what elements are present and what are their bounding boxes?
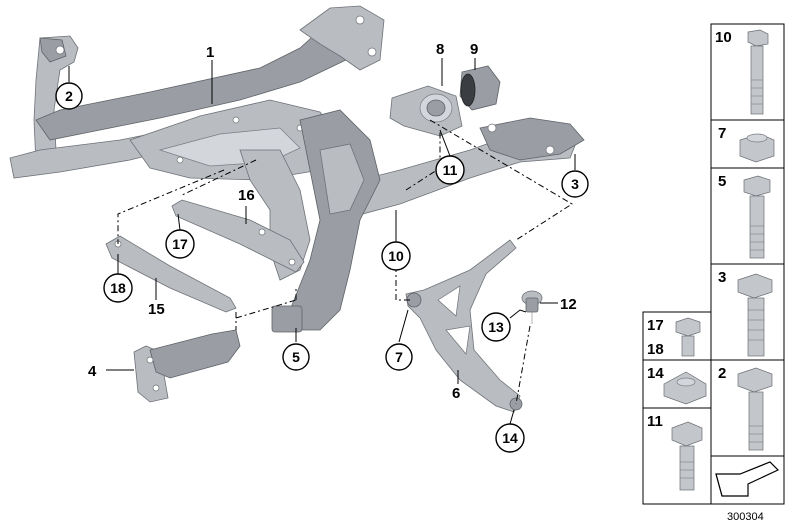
callout-14: 14 <box>495 423 525 453</box>
callout-18: 18 <box>103 273 133 303</box>
legend-cell-11 <box>642 407 712 505</box>
svg-text:7: 7 <box>395 349 403 365</box>
callout-7: 7 <box>385 343 413 371</box>
svg-text:2: 2 <box>65 88 73 104</box>
tension-strut <box>171 199 305 273</box>
bolt-10-icon <box>747 29 769 115</box>
callout-13: 13 <box>481 312 511 342</box>
bolt-3-icon <box>737 273 773 357</box>
legend-cell-17-18 <box>642 311 712 361</box>
svg-text:13: 13 <box>488 319 504 335</box>
callout-9: 9 <box>470 41 478 58</box>
svg-text:14: 14 <box>647 365 664 382</box>
fastener-legend: 10 7 5 3 17 18 2 14 11 <box>642 23 785 505</box>
svg-text:18: 18 <box>647 341 664 358</box>
svg-text:5: 5 <box>292 349 300 365</box>
svg-text:3: 3 <box>571 176 579 192</box>
diagram-reference-number: 300304 <box>727 511 764 523</box>
nut-7-icon <box>739 133 775 163</box>
callout-16: 16 <box>238 187 255 204</box>
nut-14-icon <box>663 371 707 405</box>
bolt-17-18-icon <box>675 317 701 357</box>
svg-text:2: 2 <box>718 365 726 382</box>
callout-4: 4 <box>88 363 97 380</box>
bolt-11-icon <box>671 421 703 491</box>
bolt-2-icon <box>737 367 773 451</box>
svg-text:10: 10 <box>388 248 404 264</box>
callout-10: 10 <box>381 241 411 271</box>
lower-strut <box>105 235 237 313</box>
forward-arrow-icon <box>715 461 780 497</box>
svg-text:11: 11 <box>443 162 458 178</box>
callout-5: 5 <box>282 343 310 371</box>
callout-8: 8 <box>436 41 444 58</box>
callout-15: 15 <box>148 301 165 318</box>
svg-text:5: 5 <box>718 173 726 190</box>
svg-text:7: 7 <box>718 125 726 142</box>
svg-text:17: 17 <box>172 236 188 252</box>
leader-lines <box>68 58 576 425</box>
ball-joint <box>521 290 543 324</box>
svg-text:11: 11 <box>647 413 663 430</box>
rubber-bush <box>459 65 501 111</box>
callout-1: 1 <box>206 44 214 61</box>
engine-mount <box>389 85 463 137</box>
legend-cell-10 <box>710 23 785 121</box>
bolt-5-icon <box>743 175 771 259</box>
callout-12: 12 <box>560 296 577 313</box>
front-axle-subframe <box>9 5 585 333</box>
svg-text:10: 10 <box>715 29 732 46</box>
svg-text:14: 14 <box>502 430 518 446</box>
svg-text:17: 17 <box>647 317 664 334</box>
callout-17: 17 <box>165 229 195 259</box>
callout-11: 11 <box>435 155 465 185</box>
svg-text:3: 3 <box>718 269 726 286</box>
callout-3: 3 <box>561 170 589 198</box>
callout-6: 6 <box>452 385 460 402</box>
wishbone-control-arm <box>405 239 523 413</box>
callout-2: 2 <box>55 82 83 110</box>
svg-text:18: 18 <box>110 280 126 296</box>
side-support-bracket <box>133 329 241 403</box>
